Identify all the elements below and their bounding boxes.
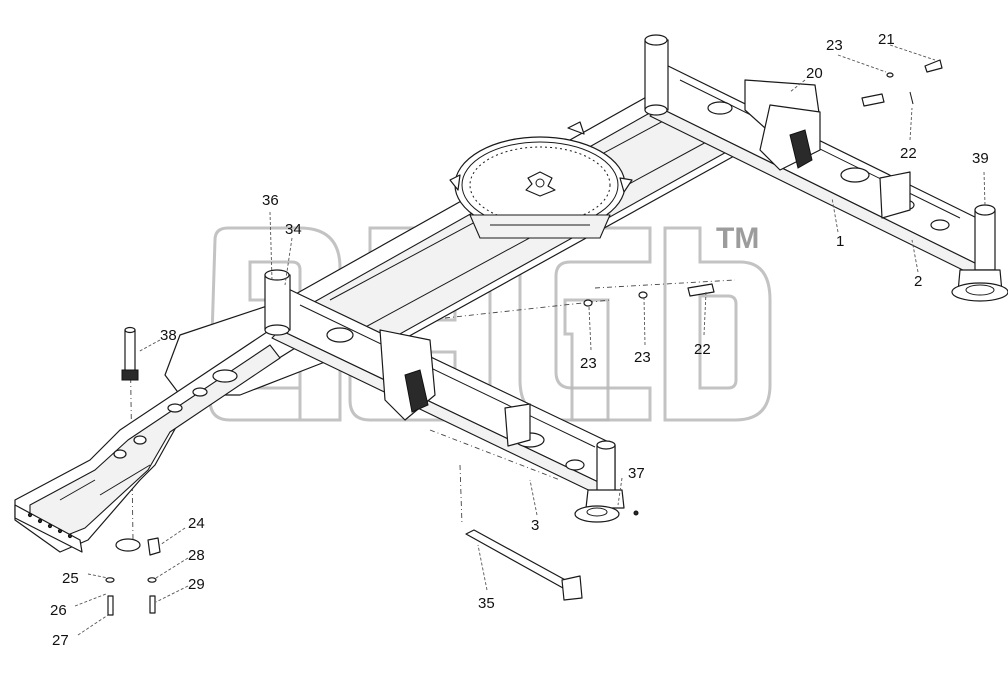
callout-34: 34 (285, 221, 302, 238)
callout-23-center-b: 23 (634, 349, 651, 366)
callout-22-center: 22 (694, 341, 711, 358)
callout-23-rear: 23 (826, 37, 843, 54)
callout-labels: 1 2 3 20 21 22 22 23 23 23 24 25 26 27 2… (50, 31, 989, 649)
callout-23-center-a: 23 (580, 355, 597, 372)
callout-20: 20 (806, 65, 823, 82)
callout-28: 28 (188, 547, 205, 564)
callout-26: 26 (50, 602, 67, 619)
front-crossbeam (264, 269, 625, 523)
drawbar-assembly (14, 319, 301, 553)
callout-27: 27 (52, 632, 69, 649)
callout-29: 29 (188, 576, 205, 593)
base-plate-24 (115, 537, 161, 556)
callout-35: 35 (478, 595, 495, 612)
callout-37: 37 (628, 465, 645, 482)
leader-lines (74, 44, 986, 636)
callout-3: 3 (531, 517, 539, 534)
turntable-ring (449, 121, 633, 239)
callout-38: 38 (160, 327, 177, 344)
watermark-tm: TM (716, 222, 759, 255)
callout-25: 25 (62, 570, 79, 587)
callout-2: 2 (914, 273, 922, 290)
callout-36: 36 (262, 192, 279, 209)
callout-21: 21 (878, 31, 895, 48)
callout-1: 1 (836, 233, 844, 250)
washers-nuts (105, 577, 157, 616)
tie-rod-35 (465, 529, 583, 601)
bolt-37 (633, 510, 639, 516)
callout-39: 39 (972, 150, 989, 167)
rear-hardware (861, 59, 943, 107)
center-hardware (583, 283, 715, 307)
callout-24: 24 (188, 515, 205, 532)
centerlines (129, 279, 736, 541)
rear-crossbeam (644, 34, 1008, 302)
pin-38 (121, 326, 139, 381)
callout-22-rear: 22 (900, 145, 917, 162)
